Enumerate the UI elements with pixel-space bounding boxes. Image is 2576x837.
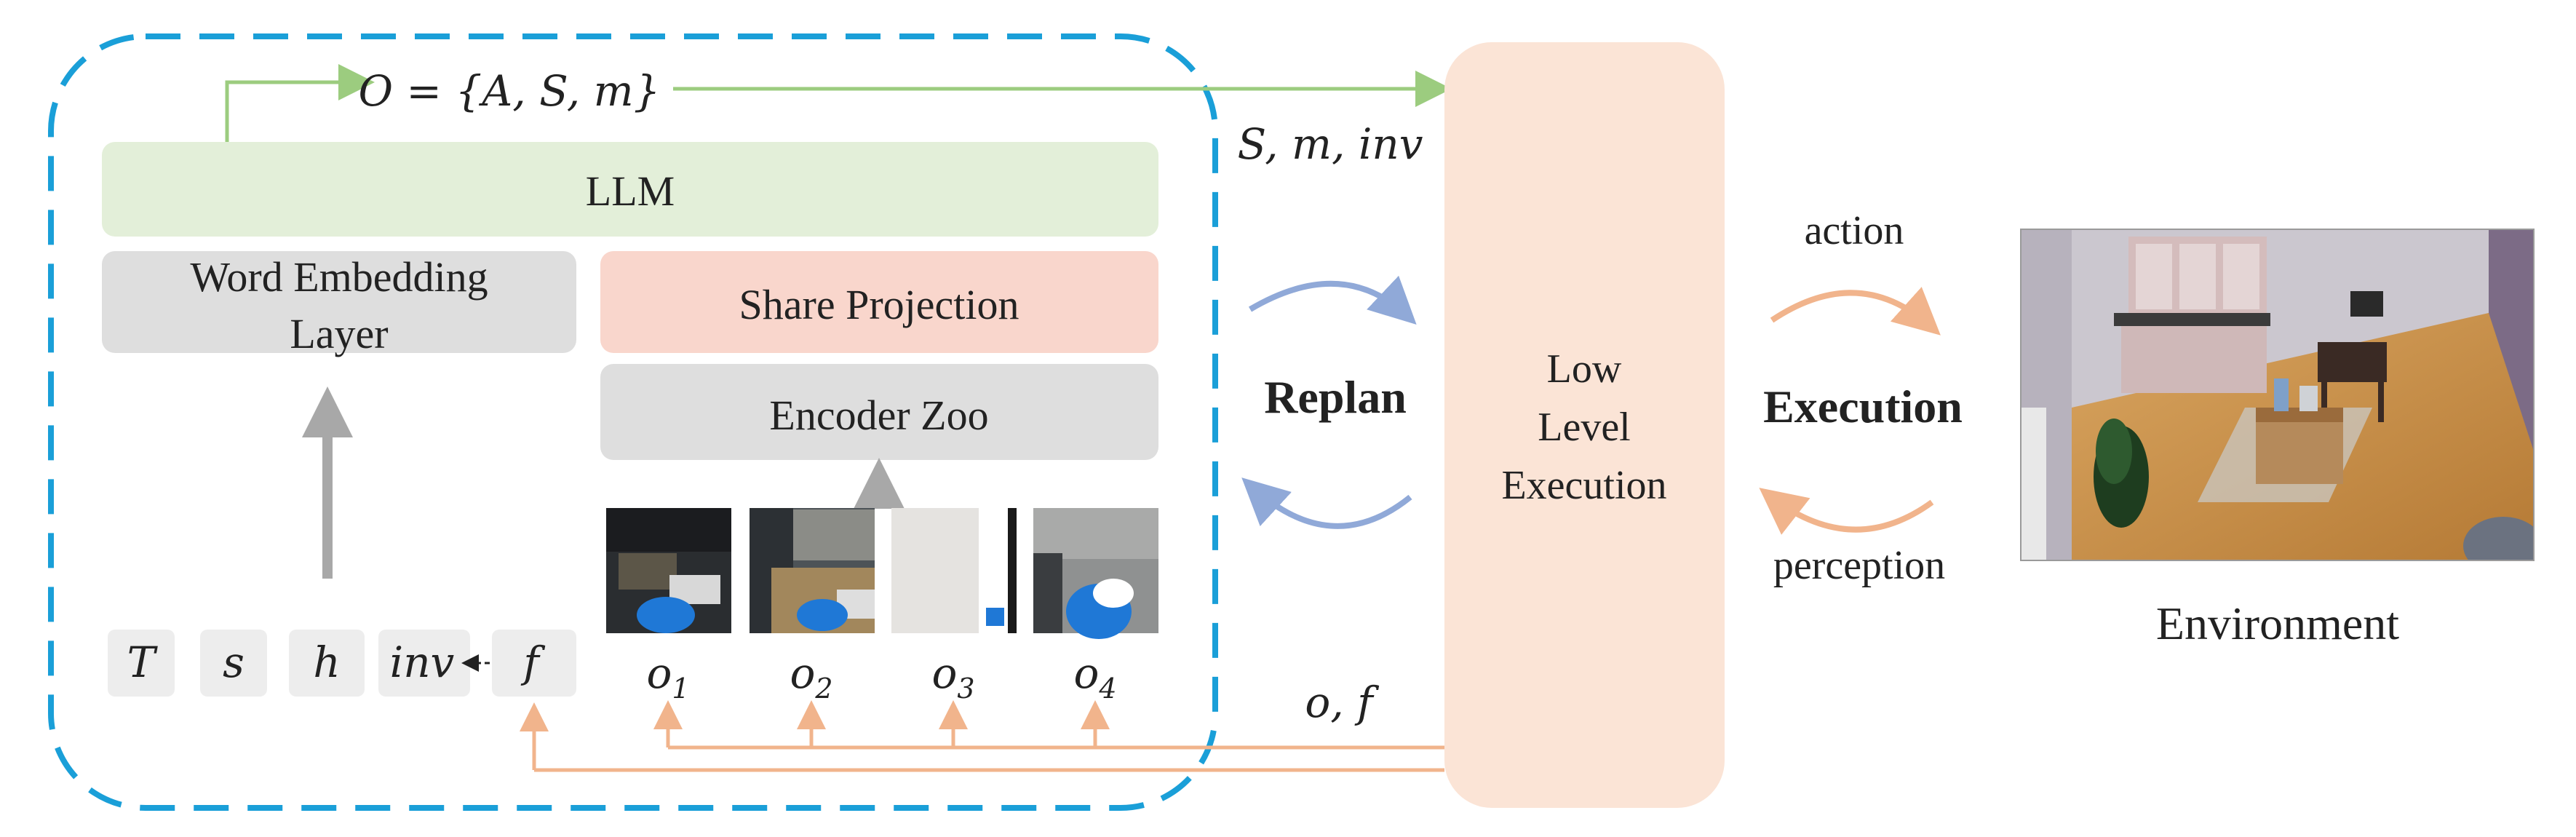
observation-label-4: o4 <box>1073 648 1116 705</box>
environment-label: Environment <box>2156 598 2399 649</box>
input-token-box-T <box>108 630 175 697</box>
share-projection-box <box>600 251 1158 353</box>
action-label: action <box>1805 208 1904 253</box>
low-level-line-1: Low <box>1547 346 1622 392</box>
replan-arrow-bottom <box>1241 477 1412 529</box>
word-embedding-label-2: Layer <box>290 310 388 357</box>
observation-feedback-bus <box>520 700 1444 772</box>
observation-image-2 <box>750 508 875 633</box>
input-token-box-f <box>492 630 576 697</box>
output-label: O = {A, S, m} <box>358 66 660 116</box>
input-token-s: s <box>223 638 245 687</box>
input-token-inv: inv <box>390 638 455 687</box>
observation-image-3 <box>891 508 1017 633</box>
observation-label-2: o2 <box>790 648 832 705</box>
input-token-box-h <box>289 630 365 697</box>
word-embedding-label: Word Embedding <box>190 253 488 301</box>
low-level-execution-box <box>1444 42 1725 808</box>
model-boundary <box>48 33 1218 811</box>
share-projection-label: Share Projection <box>739 281 1019 328</box>
input-token-T: T <box>127 638 159 687</box>
encoder-zoo-label: Encoder Zoo <box>769 392 988 439</box>
perception-label: perception <box>1773 543 1945 588</box>
low-level-line-3: Execution <box>1501 463 1666 508</box>
input-tokens: T s h inv f <box>108 630 576 697</box>
environment-image <box>2020 229 2535 561</box>
observation-label-3: o3 <box>931 648 974 705</box>
llm-box <box>102 142 1158 237</box>
obs-feedback-label: o, f <box>1305 678 1380 727</box>
llm-output-arrow <box>225 64 375 142</box>
observation-image-4 <box>1033 508 1158 639</box>
input-token-h: h <box>313 638 340 687</box>
input-token-box-inv <box>378 630 470 697</box>
action-arrow <box>1770 287 1941 336</box>
encoder-zoo-box <box>600 364 1158 460</box>
low-level-line-2: Level <box>1538 405 1630 450</box>
input-token-box-s <box>200 630 267 697</box>
word-embedding-box <box>102 251 576 353</box>
perception-arrow <box>1759 488 1934 535</box>
replan-label: Replan <box>1264 371 1407 423</box>
observation-label-1: o1 <box>646 648 689 705</box>
execution-label: Execution <box>1763 381 1963 432</box>
replan-arrow-top <box>1248 275 1417 325</box>
llm-label: LLM <box>586 167 675 215</box>
feedback-label: S, m, inv <box>1237 119 1423 169</box>
observation-image-1 <box>606 508 731 633</box>
